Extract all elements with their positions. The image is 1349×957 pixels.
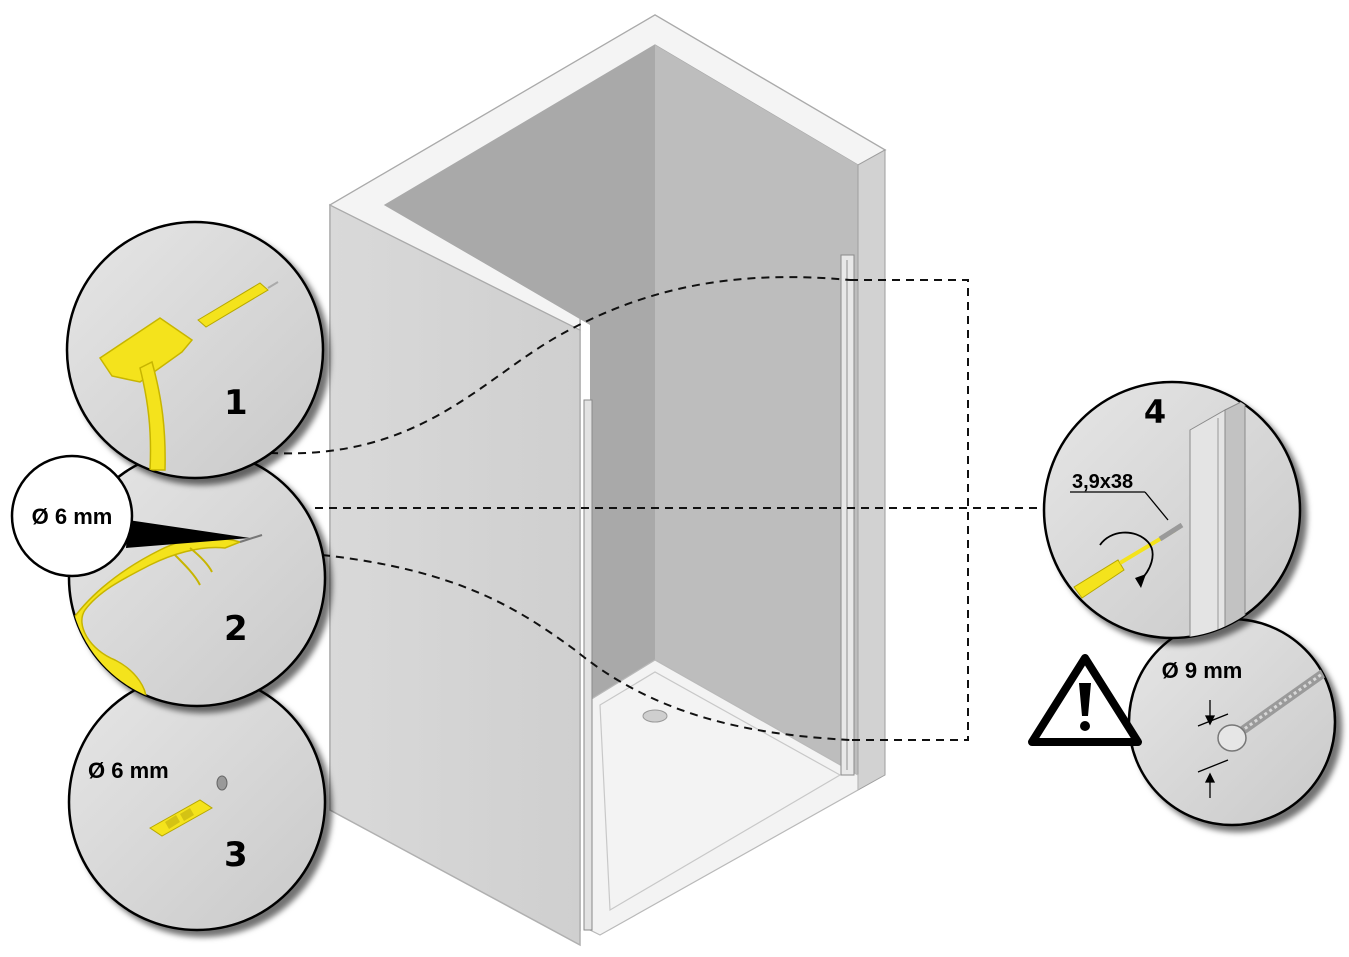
- screw-size-label: 3,9x38: [1072, 471, 1133, 493]
- profile-detail: [1189, 409, 1226, 638]
- back-wall-dark: [385, 45, 655, 700]
- drill-size-label: Ø 6 mm: [32, 504, 113, 529]
- dimension-arrows-icon: [1197, 700, 1229, 798]
- screw-icon: [1217, 667, 1330, 752]
- step3-circle: Ø 6 mm 3: [67, 672, 327, 932]
- step3-hole-label: Ø 6 mm: [88, 758, 169, 783]
- left-wall-face: [329, 203, 581, 947]
- tray-inner-rim: [599, 671, 842, 912]
- step1-number: 1: [224, 383, 248, 423]
- guide-line-bracket: [850, 279, 969, 741]
- step2-number: 2: [224, 609, 248, 649]
- guide-lines: [269, 276, 1042, 741]
- wall-profile-left: [583, 399, 593, 931]
- screw-head-circle: Ø 9 mm: [1127, 617, 1337, 827]
- drill-size-callout: Ø 6 mm: [10, 454, 250, 578]
- warning-triangle-icon: [1028, 654, 1142, 746]
- screwdriver-icon: [1073, 522, 1184, 599]
- right-wall-edge: [857, 149, 886, 791]
- head-diameter-label: Ø 9 mm: [1162, 658, 1243, 683]
- drill-hole-icon: [216, 775, 228, 791]
- step3-number: 3: [224, 835, 248, 875]
- rotation-arrow-icon: [1099, 531, 1154, 581]
- back-wall-right: [655, 45, 858, 790]
- shower-enclosure: [328, 14, 887, 947]
- step4-number: 4: [1144, 393, 1166, 431]
- drain-icon: [642, 709, 668, 723]
- wall-plug-icon: [149, 799, 213, 837]
- guide-line-step3: [321, 554, 851, 741]
- hammer-icon: [98, 317, 194, 471]
- step1-circle: 1: [65, 220, 325, 480]
- guide-line-step1: [269, 276, 851, 455]
- wall-plug-icon: [197, 281, 279, 328]
- step4-circle: 4 3,9x38: [1042, 380, 1302, 640]
